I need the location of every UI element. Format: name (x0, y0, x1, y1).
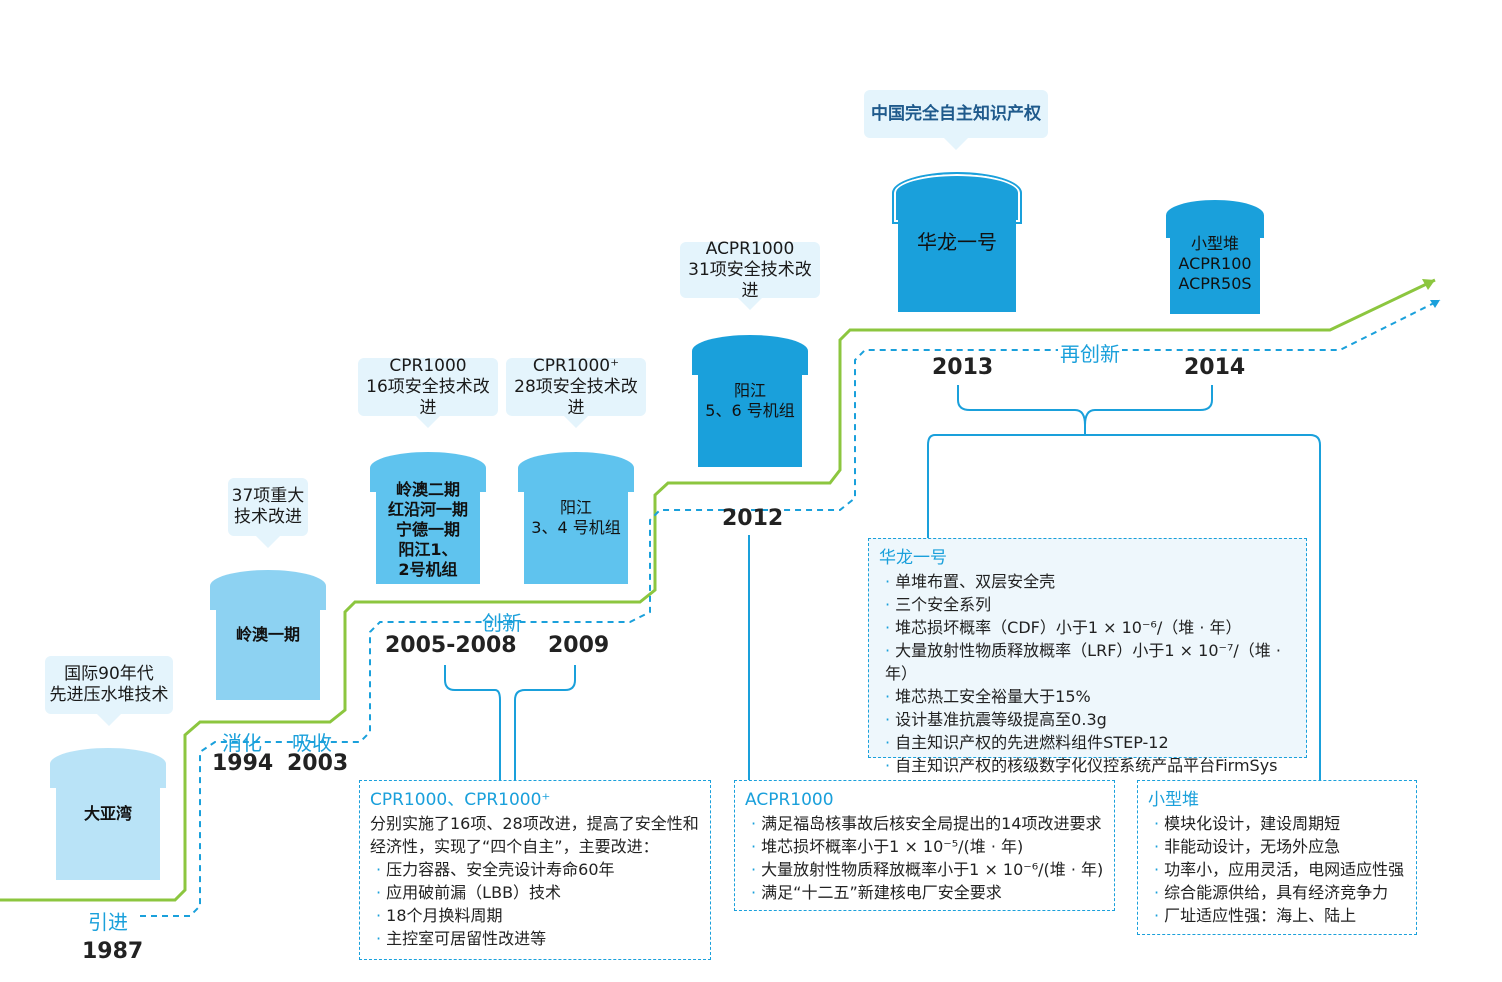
bubble-2005: CPR1000 16项安全技术改进 (358, 356, 498, 428)
unit-yangjiang-34: 阳江 3、4 号机组 (518, 452, 634, 584)
box-acpr1000: ACPR1000 满足福岛核事故后核安全局提出的14项改进要求 堆芯损坏概率小于… (734, 780, 1115, 911)
unit-small-reactor: 小型堆 ACPR100 ACPR50S (1166, 200, 1264, 314)
bubble-2003: 37项重大 技术改进 (228, 478, 308, 548)
unit-lingao-2: 岭澳二期 红沿河一期 宁德一期 阳江1、 2号机组 (370, 452, 486, 584)
blue-arrow-head (1430, 300, 1440, 308)
green-progress-line (0, 278, 1436, 902)
green-arrow-head (1422, 279, 1435, 290)
stage-innovation: 创新 (482, 611, 522, 635)
stage-import: 引进 (88, 910, 128, 934)
year-2012: 2012 (722, 506, 784, 531)
box-cpr1000: CPR1000、CPR1000⁺ 分别实施了16项、28项改进，提高了安全性和 … (359, 780, 711, 960)
bubble-2009: CPR1000⁺ 28项安全技术改进 (506, 356, 646, 428)
stage-digest: 消化 (222, 731, 262, 755)
unit-lingao-1: 岭澳一期 (210, 570, 326, 700)
blue-dashed-line (140, 299, 1441, 917)
bracket-hualong-small (927, 385, 1321, 780)
year-2014: 2014 (1184, 355, 1246, 380)
year-2009: 2009 (548, 633, 610, 658)
year-2003: 2003 (287, 751, 349, 776)
stage-reinnovation: 再创新 (1058, 338, 1122, 367)
year-1994: 1994 (212, 751, 274, 776)
bubble-1987: 国际90年代 先进压水堆技术 (45, 656, 173, 726)
unit-dayawan: 大亚湾 (50, 748, 166, 880)
year-2005-2008: 2005-2008 (385, 633, 517, 658)
stage-absorb: 吸收 (292, 731, 332, 755)
unit-yangjiang-56: 阳江 5、6 号机组 (692, 335, 808, 467)
bracket-cpr (444, 665, 576, 780)
bubble-2012: ACPR1000 31项安全技术改进 (680, 239, 820, 310)
year-1987: 1987 (82, 939, 144, 964)
year-2013: 2013 (932, 355, 994, 380)
box-small-reactor: 小型堆 模块化设计，建设周期短 非能动设计，无场外应急 功率小，应用灵活，电网适… (1137, 780, 1417, 935)
box-hualong: 华龙一号 单堆布置、双层安全壳 三个安全系列 堆芯损坏概率（CDF）小于1 × … (868, 538, 1307, 775)
unit-hualong: 华龙一号 (892, 172, 1022, 312)
bubble-2013: 中国完全自主知识产权 (864, 90, 1048, 150)
